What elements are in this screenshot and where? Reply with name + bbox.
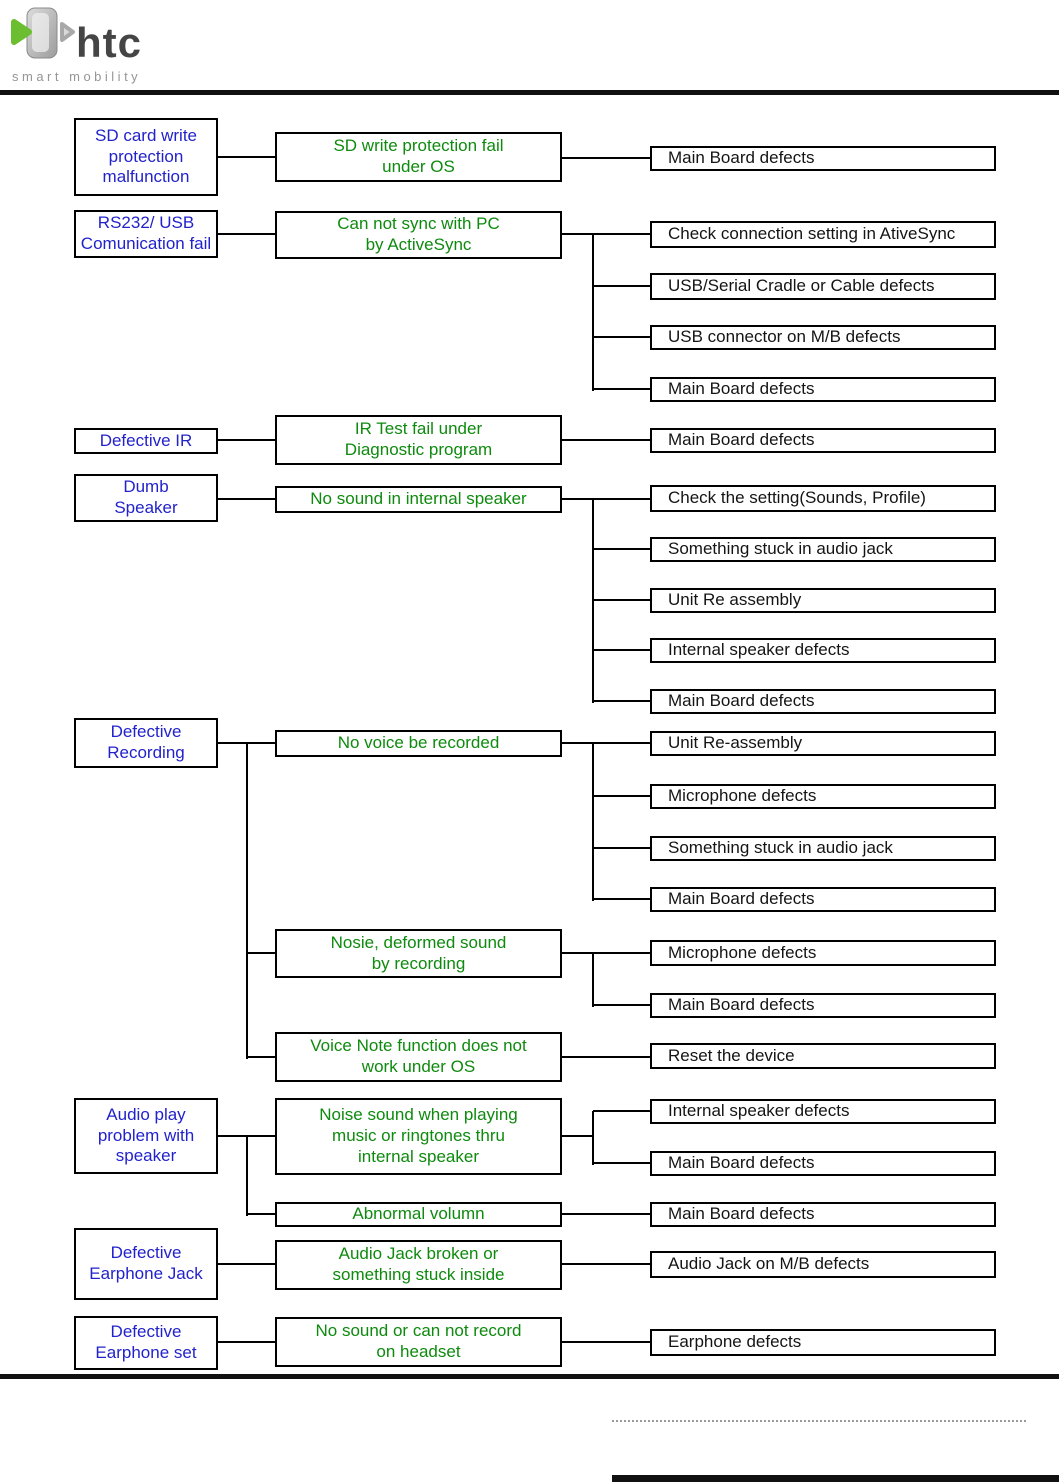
cause-box-5-1-0: Main Board defects: [650, 1202, 996, 1227]
cause-box-5-0-1: Main Board defects: [650, 1151, 996, 1176]
connector-line: [593, 952, 650, 954]
connector-line: [593, 233, 650, 235]
connector-line: [247, 1056, 275, 1058]
connector-line: [218, 233, 275, 235]
category-box-3: Dumb Speaker: [74, 474, 218, 522]
cause-box-4-1-0: Microphone defects: [650, 940, 996, 966]
symptom-box-5-0: Noise sound when playing music or ringto…: [275, 1098, 562, 1175]
connector-line: [562, 439, 650, 441]
category-box-0: SD card write protection malfunction: [74, 118, 218, 196]
symptom-box-4-2: Voice Note function does not work under …: [275, 1032, 562, 1082]
connector-line: [218, 1263, 275, 1265]
connector-line: [593, 388, 650, 390]
connector-rail: [592, 499, 594, 703]
cause-box-4-0-3: Main Board defects: [650, 887, 996, 912]
connector-rail: [592, 953, 594, 1007]
connector-line: [593, 336, 650, 338]
connector-line: [593, 599, 650, 601]
cause-box-6-0-0: Audio Jack on M/B defects: [650, 1251, 996, 1278]
connector-line: [593, 498, 650, 500]
connector-rail: [592, 234, 594, 391]
connector-line: [593, 1162, 650, 1164]
connector-rail: [246, 1136, 248, 1216]
connector-line: [593, 742, 650, 744]
symptom-box-5-1: Abnormal volumn: [275, 1202, 562, 1227]
green-arrow-icon: [11, 19, 32, 45]
cause-box-3-0-0: Check the setting(Sounds, Profile): [650, 485, 996, 512]
cause-box-3-0-1: Something stuck in audio jack: [650, 537, 996, 562]
cause-box-1-0-3: Main Board defects: [650, 377, 996, 402]
footer-rule: [0, 1374, 1059, 1379]
connector-line: [593, 548, 650, 550]
cause-box-4-0-1: Microphone defects: [650, 784, 996, 809]
connector-line: [247, 952, 275, 954]
symptom-box-0-0: SD write protection fail under OS: [275, 132, 562, 182]
connector-line: [593, 285, 650, 287]
connector-line: [593, 1004, 650, 1006]
connector-line: [593, 847, 650, 849]
cause-box-1-0-0: Check connection setting in AtiveSync: [650, 221, 996, 248]
connector-line: [593, 1110, 650, 1112]
connector-line: [562, 952, 593, 954]
connector-line: [562, 498, 593, 500]
symptom-box-2-0: IR Test fail under Diagnostic program: [275, 415, 562, 465]
connector-line: [562, 233, 593, 235]
cause-box-4-1-1: Main Board defects: [650, 993, 996, 1018]
cause-box-1-0-1: USB/Serial Cradle or Cable defects: [650, 273, 996, 300]
tagline-text: smart mobility: [12, 69, 141, 84]
connector-rail: [592, 1111, 594, 1165]
cause-box-4-0-2: Something stuck in audio jack: [650, 836, 996, 861]
htc-logo: htc smart mobility: [11, 7, 142, 84]
connector-line: [593, 649, 650, 651]
cause-box-7-0-0: Earphone defects: [650, 1329, 996, 1356]
cause-box-2-0-0: Main Board defects: [650, 428, 996, 453]
connector-line: [593, 700, 650, 702]
connector-rail: [246, 743, 248, 1059]
connector-line: [562, 1213, 650, 1215]
connector-line: [218, 439, 275, 441]
header-rule: [0, 90, 1059, 95]
cause-box-0-0-0: Main Board defects: [650, 146, 996, 171]
cause-box-3-0-2: Unit Re assembly: [650, 588, 996, 613]
htc-device-icon: [11, 7, 75, 59]
symptom-box-6-0: Audio Jack broken or something stuck ins…: [275, 1240, 562, 1290]
category-box-7: Defective Earphone set: [74, 1316, 218, 1370]
connector-line: [247, 1213, 275, 1215]
cause-box-4-0-0: Unit Re-assembly: [650, 731, 996, 756]
connector-line: [562, 1056, 650, 1058]
cause-box-3-0-3: Internal speaker defects: [650, 638, 996, 663]
connector-line: [593, 898, 650, 900]
category-box-6: Defective Earphone Jack: [74, 1228, 218, 1300]
connector-line: [593, 795, 650, 797]
connector-line: [562, 1341, 650, 1343]
category-box-5: Audio play problem with speaker: [74, 1098, 218, 1174]
connector-line: [562, 157, 650, 159]
category-box-2: Defective IR: [74, 428, 218, 454]
symptom-box-7-0: No sound or can not record on headset: [275, 1317, 562, 1367]
dotted-rule: [612, 1420, 1026, 1422]
symptom-box-1-0: Can not sync with PC by ActiveSync: [275, 211, 562, 259]
connector-line: [562, 742, 593, 744]
connector-line: [218, 498, 275, 500]
brand-text: htc: [76, 19, 142, 66]
symptom-box-4-0: No voice be recorded: [275, 730, 562, 757]
connector-line: [562, 1263, 650, 1265]
connector-line: [218, 156, 275, 158]
symptom-box-4-1: Nosie, deformed sound by recording: [275, 929, 562, 978]
cause-box-1-0-2: USB connector on M/B defects: [650, 325, 996, 350]
gray-arrow-icon: [60, 22, 75, 42]
symptom-box-3-0: No sound in internal speaker: [275, 486, 562, 513]
category-box-1: RS232/ USB Comunication fail: [74, 210, 218, 258]
cause-box-5-0-0: Internal speaker defects: [650, 1099, 996, 1124]
connector-line: [218, 1341, 275, 1343]
connector-line: [562, 1135, 593, 1137]
cause-box-4-2-0: Reset the device: [650, 1043, 996, 1069]
connector-rail: [592, 743, 594, 901]
cause-box-3-0-4: Main Board defects: [650, 689, 996, 714]
footer-bar: [612, 1475, 1059, 1482]
category-box-4: Defective Recording: [74, 718, 218, 768]
